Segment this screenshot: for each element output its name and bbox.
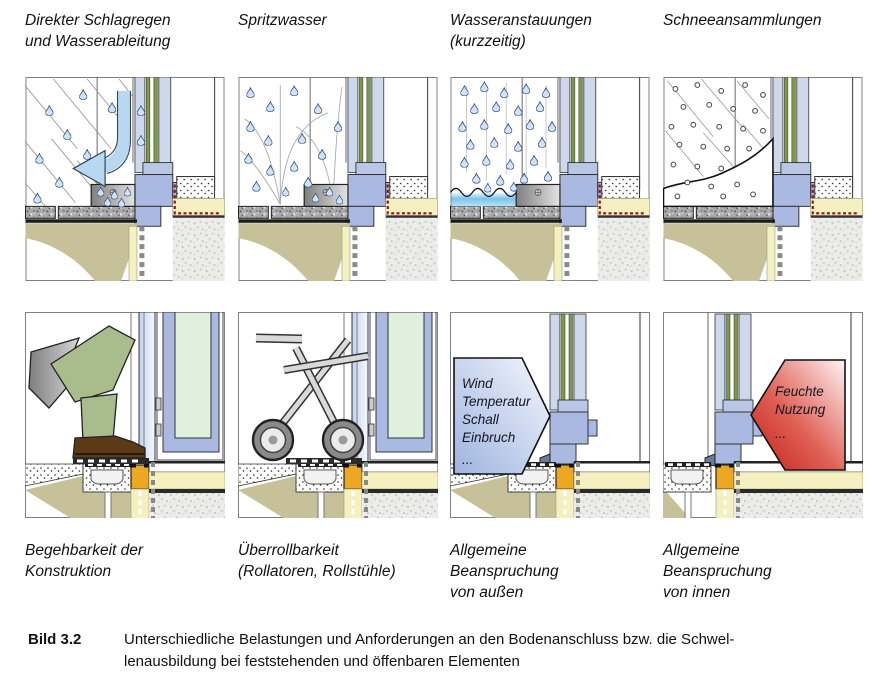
stepping-leg	[28, 325, 146, 459]
open-door-section	[130, 312, 224, 463]
arrow-line-feuchte: Feuchte	[775, 384, 824, 399]
arrow-line-ellipsis: ...	[775, 426, 786, 441]
figure-caption-number: Bild 3.2	[28, 631, 82, 648]
panel-spritzwasser-illustration	[238, 77, 438, 281]
label-beanspruchung-aussen: Allgemeine Beanspruchung von außen	[450, 542, 559, 601]
rollator	[251, 333, 369, 462]
panel-ueberrollbarkeit-illustration	[238, 312, 438, 518]
figure-caption-text: Unterschiedliche Belastungen und Anforde…	[124, 631, 735, 670]
panel-schnee-illustration	[663, 77, 863, 281]
outside-loads-arrow: Wind Temperatur Schall Einbruch ...	[453, 357, 551, 475]
rollator-tubes	[255, 333, 369, 441]
step-stone	[515, 183, 561, 207]
arrow-line-schall: Schall	[462, 412, 500, 427]
boot	[72, 435, 146, 459]
arrow-line-nutzung: Nutzung	[775, 402, 826, 417]
label-wasseranstauungen: Wasseranstauungen (kurzzeitig)	[450, 12, 592, 50]
rollator-wheels	[251, 418, 365, 462]
water-drainage-arrow	[72, 90, 132, 188]
panel-wasseranstauung-illustration	[450, 77, 650, 281]
snowflake-icons	[668, 82, 766, 200]
wall-lines	[309, 77, 347, 185]
wall-lines	[734, 77, 772, 177]
label-beanspruchung-innen: Allgemeine Beanspruchung von innen	[663, 542, 772, 601]
threshold-sill	[73, 458, 149, 464]
label-begehbarkeit: Begehbarkeit der Konstruktion	[25, 542, 144, 580]
arrow-line-temperatur: Temperatur	[462, 394, 531, 409]
label-spritzwasser: Spritzwasser	[238, 12, 327, 29]
arrow-line-einbruch: Einbruch	[462, 430, 515, 445]
arrow-line-wind: Wind	[462, 376, 493, 391]
label-schneeansammlungen: Schneeansammlungen	[663, 12, 822, 29]
panel-schlagregen-illustration	[25, 77, 225, 281]
label-schlagregen: Direkter Schlagregen und Wasserableitung	[25, 12, 171, 50]
wall-lines	[521, 77, 559, 185]
panel-beanspruchung-aussen-illustration: Wind Temperatur Schall Einbruch ...	[450, 312, 650, 518]
panel-begehbarkeit-illustration	[25, 312, 225, 518]
inside-loads-arrow: Feuchte Nutzung ...	[750, 359, 846, 471]
label-ueberrollbarkeit: Überrollbarkeit (Rollatoren, Rollstühle)	[238, 542, 396, 580]
arrow-line-ellipsis: ...	[462, 452, 473, 467]
panel-beanspruchung-innen-illustration: Feuchte Nutzung ...	[663, 312, 863, 518]
